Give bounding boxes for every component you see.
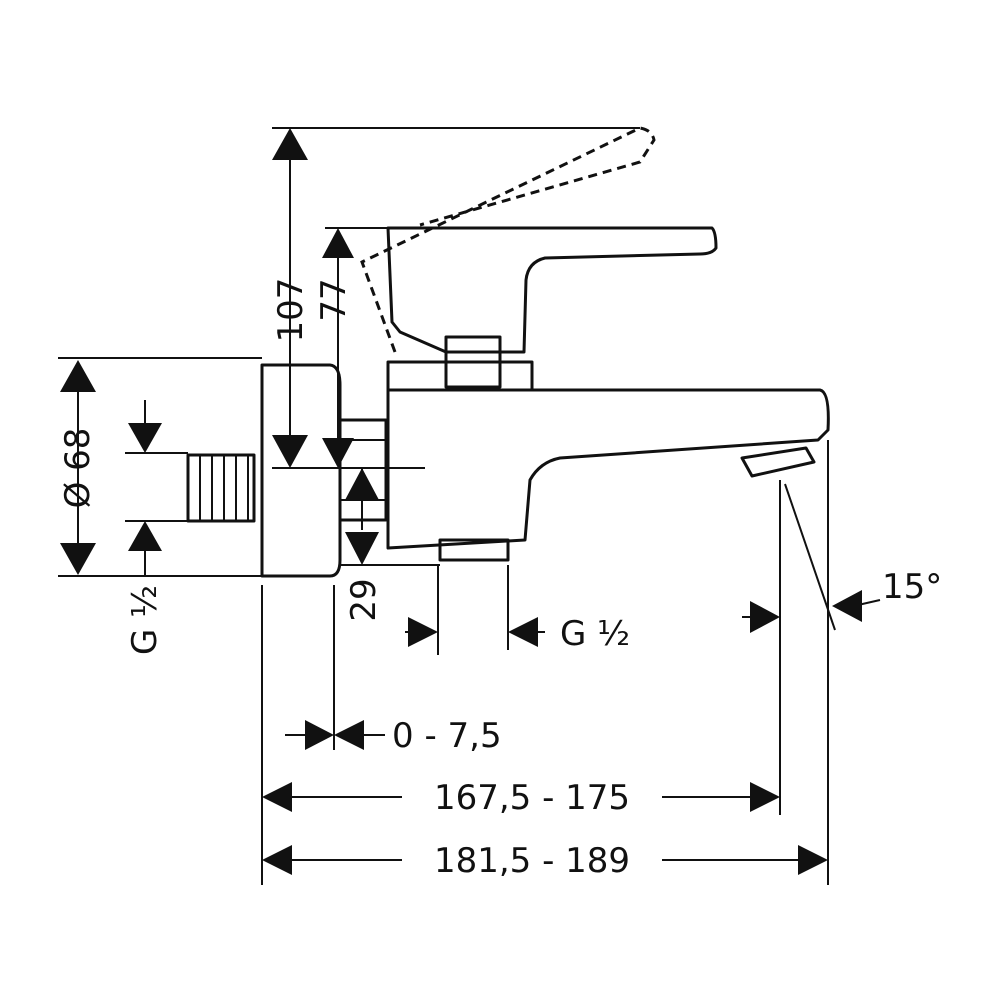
faucet-outline [186,126,830,578]
wall-rosette [260,363,342,578]
lever-handle-open [360,126,656,353]
aerator [740,446,816,478]
label-length-total: 181,5 - 189 [434,841,630,881]
dimension-arrowheads [60,128,862,875]
label-height-handle: 77 [314,278,354,321]
lever-handle [386,226,718,354]
bottom-outlet [438,538,510,562]
label-length-spout: 167,5 - 175 [434,778,630,818]
cartridge-collar [386,360,534,392]
mixer-body-spout [386,388,830,550]
label-diameter: Ø 68 [58,428,98,509]
cartridge-cap [444,335,502,389]
label-outlet-depth: 29 [344,578,384,621]
label-inlet-thread-bottom: G ½ [560,614,630,654]
threaded-connector [186,453,256,523]
label-height-max: 107 [271,278,311,343]
dimension-lines [58,127,881,885]
dimension-labels: 107 77 Ø 68 G ½ 29 G ½ 15° 0 - 7,5 167,5… [58,278,942,881]
label-inlet-thread-left: G ½ [125,585,165,655]
label-wall-offset: 0 - 7,5 [392,716,502,756]
thread-lines [199,455,249,521]
label-spout-angle: 15° [882,567,942,607]
